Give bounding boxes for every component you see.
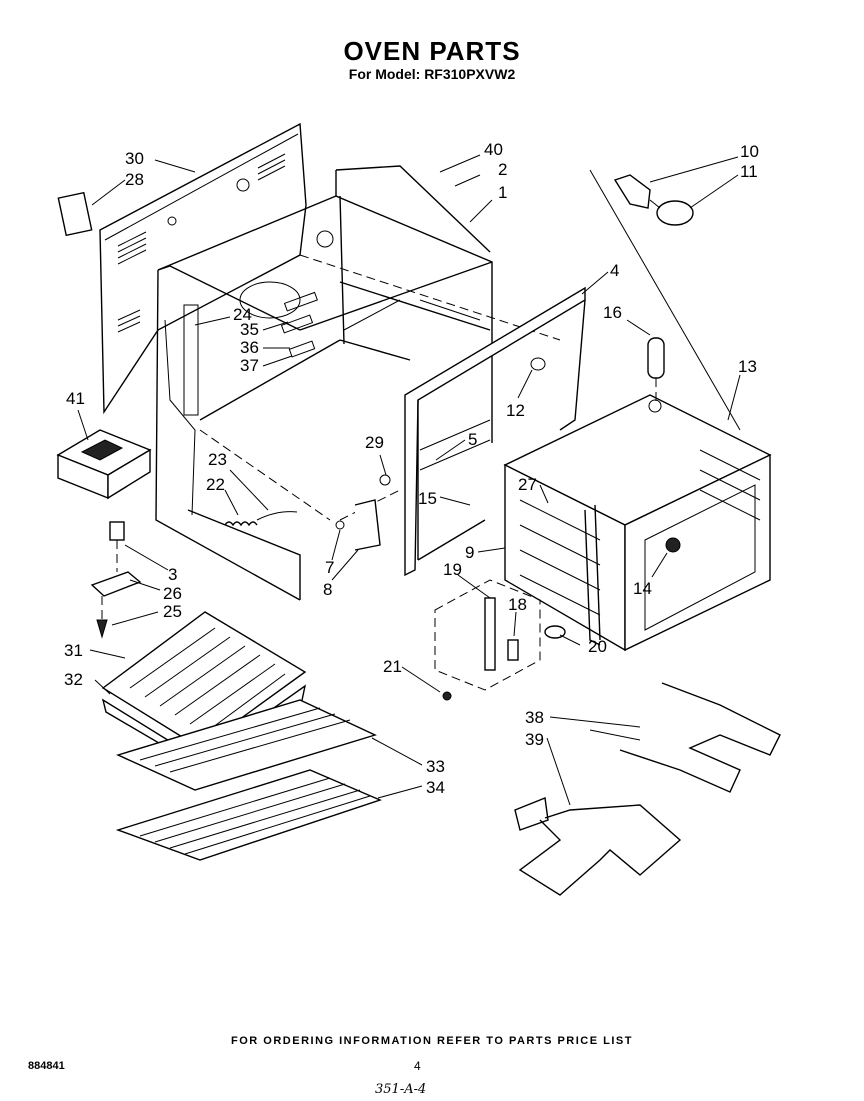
callout-28: 28 [125, 170, 144, 189]
callout-21: 21 [383, 657, 402, 676]
callout-29: 29 [365, 433, 384, 452]
callout-26: 26 [163, 584, 182, 603]
leveling-parts-drawing [90, 521, 142, 639]
callout-10: 10 [740, 142, 759, 161]
oven-liner-drawing [503, 394, 772, 652]
callout-3: 3 [168, 565, 177, 584]
callout-41: 41 [66, 389, 85, 408]
callout-13: 13 [738, 357, 757, 376]
callout-36: 36 [240, 338, 259, 357]
model-subtitle: For Model: RF310PXVW2 [348, 66, 516, 82]
callout-15: 15 [418, 489, 437, 508]
handwritten-note: 351-A-4 [375, 1082, 427, 1097]
vent-tube-drawing [647, 337, 665, 405]
oven-wrapper-drawing [155, 165, 561, 601]
callout-14: 14 [633, 579, 652, 598]
broil-element-drawing [589, 682, 781, 793]
callout-22: 22 [206, 475, 225, 494]
callout-23: 23 [208, 450, 227, 469]
callout-31: 31 [64, 641, 83, 660]
callout-33: 33 [426, 757, 445, 776]
callout-34: 34 [426, 778, 445, 797]
callout-25: 25 [163, 602, 182, 621]
callout-9: 9 [465, 543, 474, 562]
oven-racks-drawing [115, 699, 382, 861]
callout-8: 8 [323, 580, 332, 599]
light-guide-line [589, 169, 741, 431]
front-frame-drawing [404, 286, 586, 577]
callout-1: 1 [498, 183, 507, 202]
callout-19: 19 [443, 560, 462, 579]
callout-18: 18 [508, 595, 527, 614]
callout-24: 24 [233, 305, 252, 324]
callout-11: 11 [740, 162, 758, 181]
bake-element-drawing [514, 797, 682, 896]
callout-2: 2 [498, 160, 507, 179]
callout-30: 30 [125, 149, 144, 168]
callout-7: 7 [325, 558, 334, 577]
callout-27: 27 [518, 475, 537, 494]
callout-40: 40 [484, 140, 503, 159]
burner-assembly-drawing [434, 579, 566, 701]
spring-drawing [224, 511, 298, 527]
ignitor-box-drawing [56, 429, 152, 500]
light-socket-drawing [613, 174, 694, 226]
leader-lines [77, 154, 741, 806]
callout-16: 16 [603, 303, 622, 322]
callout-20: 20 [588, 637, 607, 656]
callout-12: 12 [506, 401, 525, 420]
callout-37: 37 [240, 356, 259, 375]
document-number: 884841 [28, 1060, 65, 1072]
page-title: OVEN PARTS [343, 36, 521, 66]
callout-4: 4 [610, 261, 619, 280]
callout-35: 35 [240, 320, 259, 339]
ordering-info-footer: FOR ORDERING INFORMATION REFER TO PARTS … [231, 1035, 633, 1047]
bracket-28-drawing [57, 191, 93, 237]
page-number: 4 [414, 1059, 421, 1073]
callout-38: 38 [525, 708, 544, 727]
callout-numbers: 30 28 40 2 1 10 11 4 16 13 24 35 36 37 1… [64, 140, 759, 797]
callout-32: 32 [64, 670, 83, 689]
callout-39: 39 [525, 730, 544, 749]
burner-bracket-drawing [335, 474, 391, 551]
callout-5: 5 [468, 430, 477, 449]
